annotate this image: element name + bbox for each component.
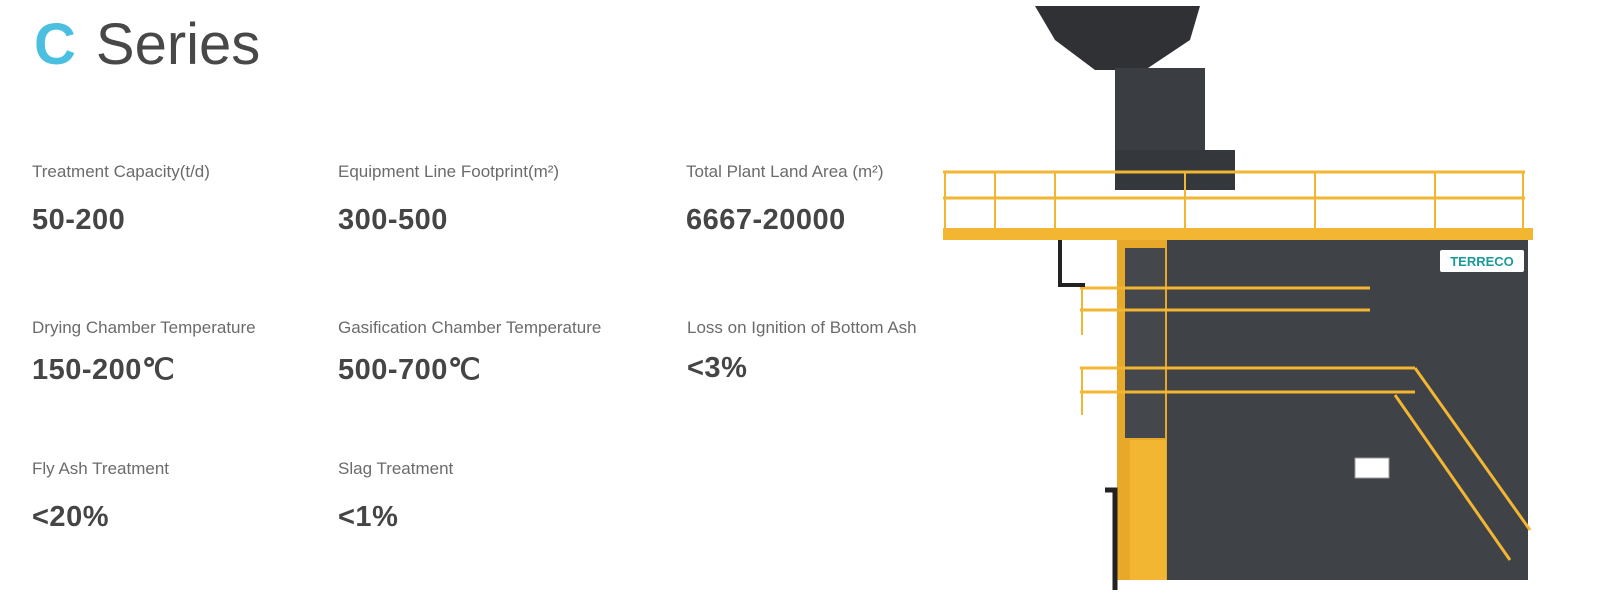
spec-label: Fly Ash Treatment	[32, 459, 169, 478]
spec-value: 6667-20000	[686, 204, 846, 236]
spec-label: Slag Treatment	[338, 459, 454, 478]
spec-slag: Slag Treatment <1%	[338, 459, 658, 534]
spec-value: 150-200℃	[32, 354, 175, 386]
spec-gasification-temp: Gasification Chamber Temperature 500-700…	[338, 318, 658, 387]
gasifier-plant-image: TERRECO	[943, 6, 1533, 590]
spec-label: Loss on Ignition of Bottom Ash	[687, 318, 917, 337]
spec-fly-ash: Fly Ash Treatment <20%	[32, 459, 352, 534]
spec-value: <3%	[687, 352, 748, 384]
brand-logo: TERRECO	[1450, 254, 1514, 269]
series-letter: C	[34, 12, 76, 77]
spec-label: Total Plant Land Area (m²)	[686, 162, 884, 181]
series-word: Series	[95, 12, 261, 77]
spec-value: 50-200	[32, 204, 126, 236]
page-title: C Series	[34, 10, 260, 80]
spec-treatment-capacity: Treatment Capacity(t/d) 50-200	[32, 162, 352, 237]
spec-label: Treatment Capacity(t/d)	[32, 162, 210, 181]
spec-value: <1%	[338, 501, 399, 533]
spec-drying-temp: Drying Chamber Temperature 150-200℃	[32, 318, 352, 387]
spec-value: 500-700℃	[338, 354, 481, 386]
spec-label: Gasification Chamber Temperature	[338, 318, 602, 337]
spec-total-land-area: Total Plant Land Area (m²) 6667-20000	[686, 162, 1006, 237]
spec-label: Equipment Line Footprint(m²)	[338, 162, 560, 181]
spec-value: <20%	[32, 501, 109, 533]
spec-loss-on-ignition: Loss on Ignition of Bottom Ash <3%	[687, 318, 1007, 385]
spec-label: Drying Chamber Temperature	[32, 318, 256, 337]
spec-value: 300-500	[338, 204, 448, 236]
spec-equipment-footprint: Equipment Line Footprint(m²) 300-500	[338, 162, 658, 237]
